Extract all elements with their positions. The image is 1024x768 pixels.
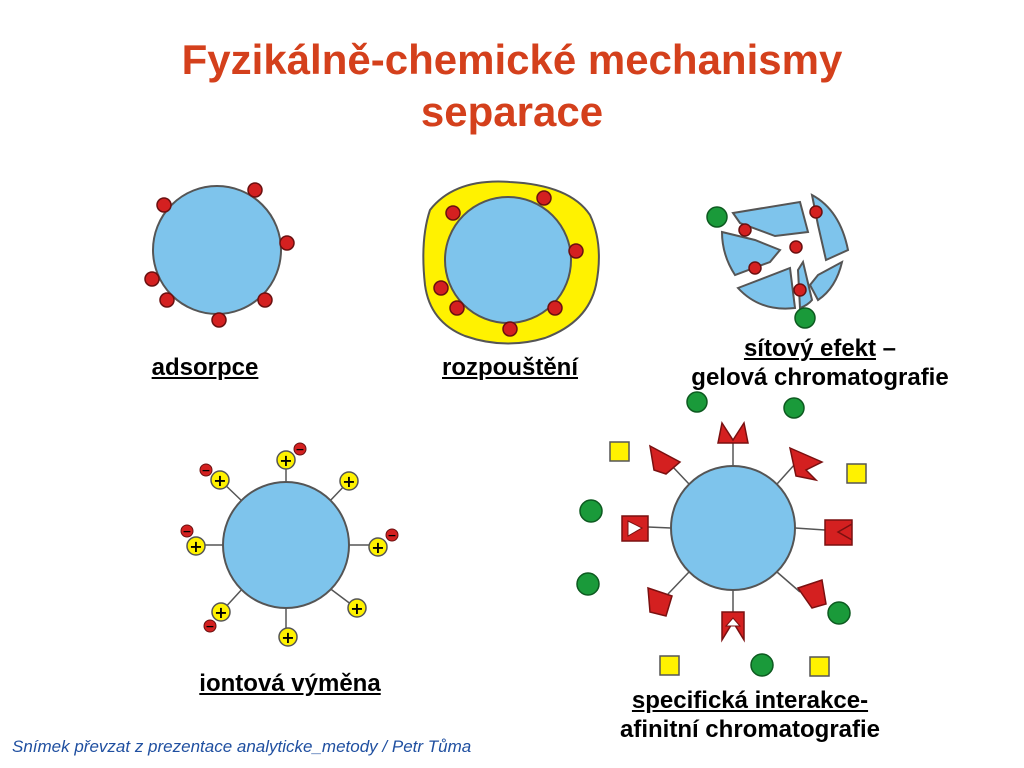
svg-text:+: + bbox=[279, 451, 292, 470]
label-dissolution: rozpouštění bbox=[420, 353, 600, 382]
label-ion-exchange: iontová výměna bbox=[170, 669, 410, 698]
svg-text:−: − bbox=[205, 620, 214, 633]
svg-text:−: − bbox=[201, 464, 210, 477]
dissolved-molecules bbox=[433, 190, 584, 337]
sieve-subtext: gelová chromatografie bbox=[691, 364, 949, 391]
sieve-illustration bbox=[720, 193, 850, 310]
adsorption-illustration bbox=[144, 182, 295, 328]
svg-text:+: + bbox=[189, 537, 202, 556]
sieve-dash: – bbox=[876, 335, 897, 362]
minus-signs: − − − − − bbox=[182, 443, 396, 633]
svg-text:+: + bbox=[350, 599, 363, 618]
svg-text:+: + bbox=[371, 538, 384, 557]
title-line-1: Fyzikálně-chemické mechanismy bbox=[181, 36, 843, 83]
adsorbed-molecules bbox=[144, 182, 295, 328]
plus-signs: + + + + + + + + bbox=[189, 451, 384, 647]
non-binding-green-molecules bbox=[576, 391, 851, 677]
svg-text:−: − bbox=[182, 525, 191, 538]
affinity-illustration bbox=[576, 391, 867, 677]
label-sieve-effect: sítový efekt – gelová chromatografie bbox=[650, 334, 990, 392]
svg-text:+: + bbox=[213, 471, 226, 490]
footer-credit: Snímek převzat z prezentace analyticke_m… bbox=[12, 737, 472, 756]
adsorption-text: adsorpce bbox=[151, 354, 259, 381]
large-molecules-excluded bbox=[706, 206, 816, 329]
affinity-support-particle bbox=[670, 465, 796, 591]
gel-fragment bbox=[720, 230, 782, 277]
svg-text:+: + bbox=[342, 472, 355, 491]
label-adsorption: adsorpce bbox=[120, 353, 290, 382]
specific-text: specifická interakce- bbox=[631, 687, 869, 714]
counter-ions-negative bbox=[180, 442, 399, 633]
gel-fragment bbox=[808, 260, 844, 302]
small-molecules-in-pores bbox=[738, 205, 823, 297]
title-line-2: separace bbox=[420, 88, 604, 135]
dissolution-illustration bbox=[422, 180, 600, 345]
gel-fragment bbox=[810, 193, 850, 262]
page-title: Fyzikálně-chemické mechanismy separace bbox=[0, 34, 1024, 138]
ion-exchange-illustration: + + + + + + + + − − − − − bbox=[180, 442, 399, 647]
gel-fragment bbox=[736, 266, 797, 310]
ligand-notches bbox=[627, 520, 742, 627]
fixed-positive-charges bbox=[186, 450, 388, 647]
gel-fragment bbox=[731, 200, 810, 238]
ion-exchanger-particle bbox=[222, 481, 350, 609]
ion-exchange-text: iontová výměna bbox=[199, 670, 381, 697]
svg-text:+: + bbox=[214, 603, 227, 622]
sieve-text: sítový efekt bbox=[743, 335, 877, 362]
svg-text:−: − bbox=[295, 443, 304, 456]
svg-text:+: + bbox=[281, 628, 294, 647]
label-specific-interaction: specifická interakce- afinitní chromatog… bbox=[580, 686, 920, 744]
affinity-subtext: afinitní chromatografie bbox=[619, 716, 881, 743]
svg-text:−: − bbox=[387, 529, 396, 542]
ligand-stems bbox=[647, 440, 826, 615]
non-binding-yellow-molecules bbox=[609, 441, 867, 677]
dissolution-text: rozpouštění bbox=[442, 354, 578, 381]
